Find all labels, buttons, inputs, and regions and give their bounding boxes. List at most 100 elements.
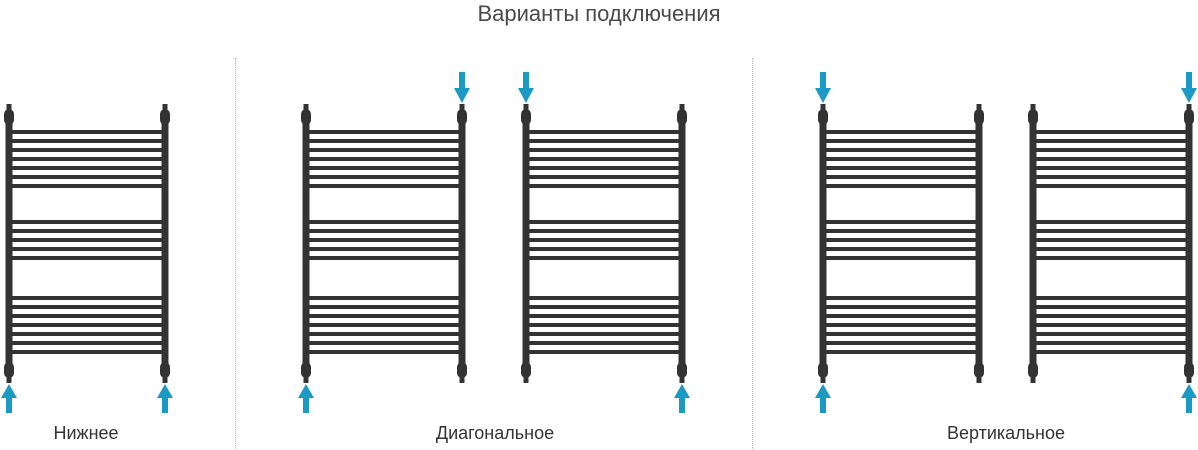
- rail-bar: [823, 341, 979, 345]
- rail-bar: [823, 229, 979, 233]
- rail-bar: [1033, 130, 1189, 134]
- rail-bar: [306, 130, 462, 134]
- rail-right-post: [457, 104, 467, 383]
- towel-rail-5: [1028, 104, 1194, 383]
- arrow-up-icon: [815, 384, 831, 413]
- rail-right-post: [160, 104, 170, 383]
- rail-bar: [306, 341, 462, 345]
- rail-bar: [306, 220, 462, 224]
- rail-bar: [1033, 175, 1189, 179]
- rail-bar: [306, 256, 462, 260]
- rail-bar: [9, 323, 165, 327]
- rail-bar: [823, 314, 979, 318]
- rail-bar: [1033, 256, 1189, 260]
- rail-bar: [526, 157, 682, 161]
- rail-bar: [1033, 323, 1189, 327]
- rail-bar: [306, 175, 462, 179]
- rail-left-post: [4, 104, 14, 383]
- rail-bar: [1033, 314, 1189, 318]
- towel-rail-4: [818, 104, 984, 383]
- arrow-down-icon: [518, 72, 534, 103]
- rail-bar: [526, 332, 682, 336]
- rail-bar: [9, 296, 165, 300]
- section-divider-2: [752, 58, 753, 450]
- rail-bar: [1033, 350, 1189, 354]
- rail-bar: [306, 166, 462, 170]
- rail-bar: [823, 350, 979, 354]
- rail-bar: [1033, 184, 1189, 188]
- rail-left-post: [1028, 104, 1038, 383]
- rail-left-post: [818, 104, 828, 383]
- arrow-up-icon: [157, 384, 173, 413]
- rail-bar: [823, 256, 979, 260]
- rail-bar: [526, 130, 682, 134]
- rail-bar: [823, 247, 979, 251]
- rail-bar: [823, 148, 979, 152]
- arrow-down-icon: [1181, 72, 1197, 103]
- rail-bar: [1033, 238, 1189, 242]
- rail-bar: [823, 175, 979, 179]
- rail-bar: [9, 166, 165, 170]
- arrow-up-icon: [1, 384, 17, 413]
- rail-bar: [823, 323, 979, 327]
- rail-right-post: [974, 104, 984, 383]
- rail-bar: [526, 166, 682, 170]
- rail-bar: [823, 305, 979, 309]
- caption-bottom: Нижнее: [53, 423, 119, 443]
- rail-bar: [9, 220, 165, 224]
- rail-bar: [823, 139, 979, 143]
- rail-bar: [9, 350, 165, 354]
- rail-bar: [526, 314, 682, 318]
- rail-bar: [823, 220, 979, 224]
- rail-bar: [306, 305, 462, 309]
- rail-bar: [306, 332, 462, 336]
- caption-vertical: Вертикальное: [946, 423, 1066, 443]
- rail-bar: [526, 350, 682, 354]
- rail-bar: [306, 229, 462, 233]
- rail-bar: [1033, 220, 1189, 224]
- rail-right-post: [677, 104, 687, 383]
- rail-bar: [9, 332, 165, 336]
- rail-bar: [526, 175, 682, 179]
- arrow-up-icon: [674, 384, 690, 413]
- rail-bar: [1033, 229, 1189, 233]
- rail-bar: [9, 341, 165, 345]
- rail-bar: [823, 332, 979, 336]
- rail-bar: [526, 184, 682, 188]
- rail-bar: [1033, 247, 1189, 251]
- towel-rail-1: [4, 104, 170, 383]
- rail-bar: [526, 229, 682, 233]
- rail-bar: [1033, 148, 1189, 152]
- rail-bar: [306, 350, 462, 354]
- rail-bar: [306, 238, 462, 242]
- rail-bar: [823, 184, 979, 188]
- rail-bar: [9, 184, 165, 188]
- rail-bar: [9, 247, 165, 251]
- rail-bar: [9, 229, 165, 233]
- page-title: Варианты подключения: [477, 1, 721, 26]
- rail-bar: [1033, 341, 1189, 345]
- rail-bar: [526, 341, 682, 345]
- rail-bar: [823, 238, 979, 242]
- arrow-down-icon: [454, 72, 470, 103]
- rail-bar: [9, 175, 165, 179]
- rail-bar: [9, 148, 165, 152]
- rail-right-post: [1184, 104, 1194, 383]
- rail-bar: [526, 256, 682, 260]
- rail-bar: [526, 247, 682, 251]
- rail-bar: [306, 247, 462, 251]
- rail-bar: [9, 256, 165, 260]
- rail-bar: [526, 323, 682, 327]
- rail-bar: [306, 157, 462, 161]
- rail-bar: [9, 130, 165, 134]
- arrow-up-icon: [298, 384, 314, 413]
- rail-bar: [823, 296, 979, 300]
- arrow-up-icon: [1181, 384, 1197, 413]
- rail-bar: [823, 157, 979, 161]
- rail-bar: [526, 296, 682, 300]
- rail-bar: [9, 157, 165, 161]
- rail-bar: [1033, 139, 1189, 143]
- rail-bar: [526, 220, 682, 224]
- rail-bar: [1033, 305, 1189, 309]
